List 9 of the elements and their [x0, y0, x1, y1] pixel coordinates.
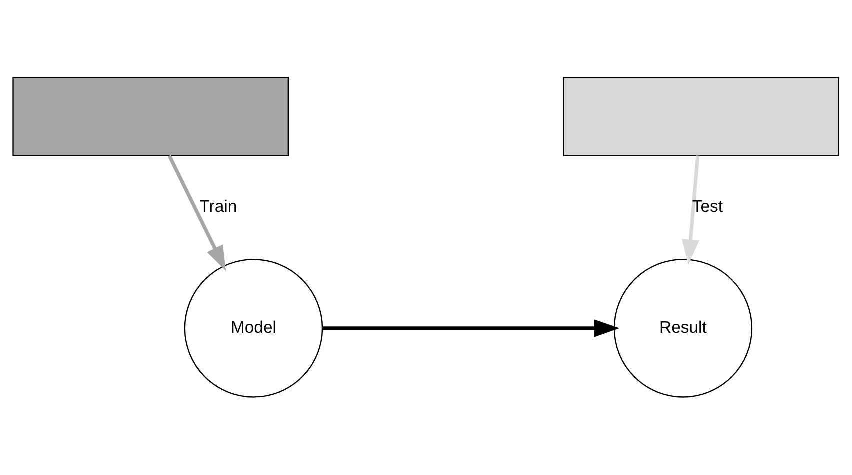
arrow — [682, 156, 700, 265]
arrow — [168, 154, 226, 272]
node-circle: Model — [184, 259, 324, 398]
node-circle: Result — [614, 259, 753, 398]
node-box — [12, 77, 290, 156]
arrow — [322, 320, 620, 338]
edge-label: Test — [692, 197, 724, 216]
edge-label: Train — [200, 197, 238, 216]
node-box — [562, 77, 840, 156]
